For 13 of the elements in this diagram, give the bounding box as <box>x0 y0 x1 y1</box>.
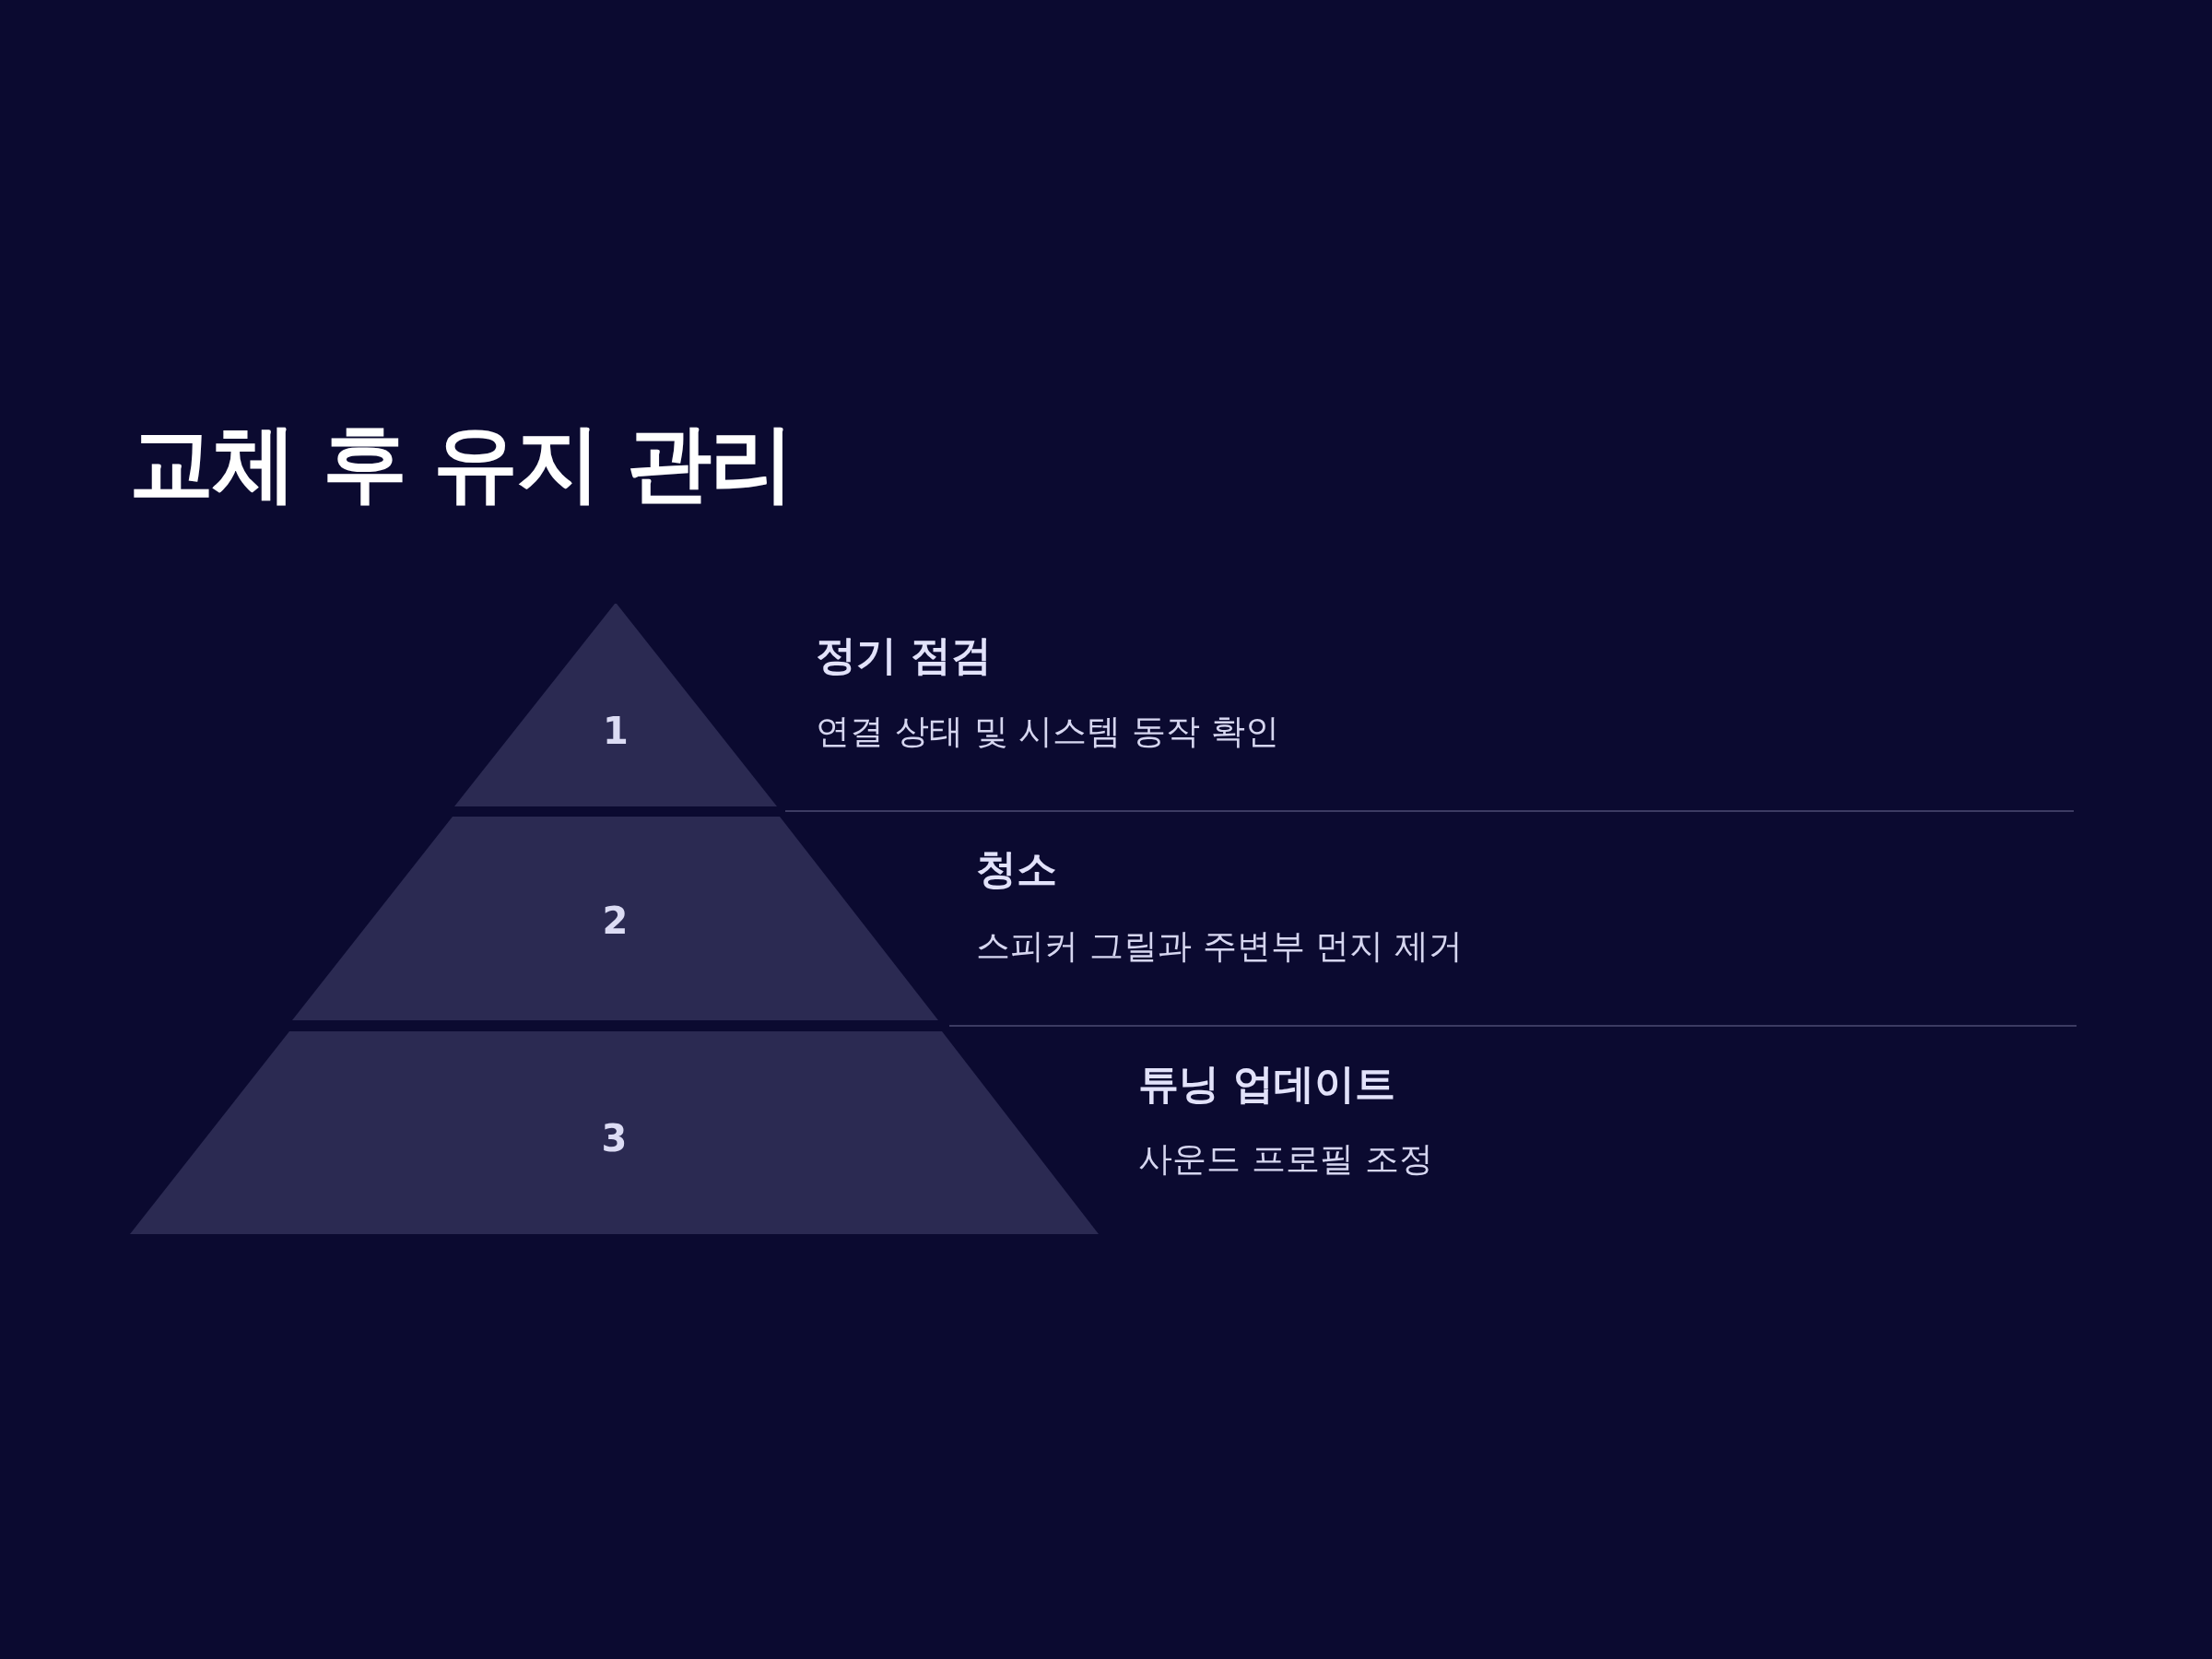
step-description: 사운드 프로필 조정 <box>1138 1139 1433 1181</box>
tier-number: 2 <box>602 902 629 939</box>
pyramid-tier <box>130 1031 1099 1234</box>
step-description: 스피커 그릴과 주변부 먼지 제거 <box>976 926 1464 968</box>
step-description: 연결 상태 및 시스템 동작 확인 <box>816 712 1279 753</box>
tier-number: 1 <box>603 712 629 749</box>
tier-number: 3 <box>601 1120 628 1157</box>
step-heading: 청소 <box>976 845 1057 894</box>
pyramid-tier <box>454 604 777 806</box>
step-heading: 튜닝 업데이트 <box>1138 1060 1396 1109</box>
pyramid-tier <box>292 817 938 1020</box>
title: 교체 후 유지 관리 <box>129 417 794 511</box>
step-heading: 정기 점검 <box>816 631 993 680</box>
